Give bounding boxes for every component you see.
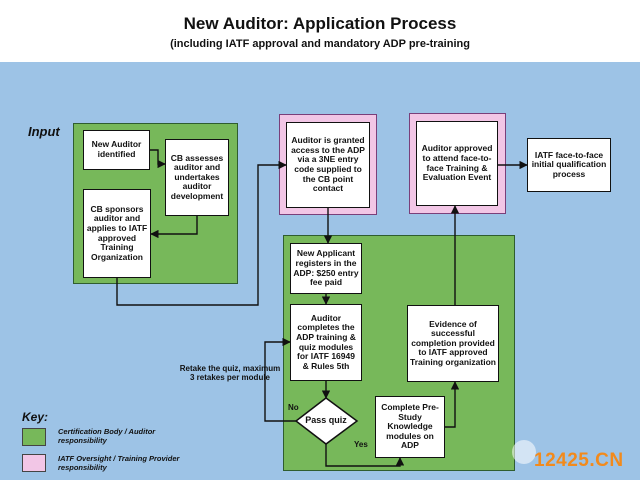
diagram-subtitle: (including IATF approval and mandatory A… bbox=[170, 38, 470, 50]
key-text-green: Certification Body / Auditor responsibil… bbox=[58, 427, 156, 445]
node-evidence: Evidence of successful completion provid… bbox=[407, 305, 499, 382]
node-cb-assesses: CB assesses auditor and undertakes audit… bbox=[165, 139, 229, 216]
retake-note: Retake the quiz, maximum 3 retakes per m… bbox=[179, 364, 281, 383]
key-title: Key: bbox=[22, 410, 49, 424]
watermark-text: 12425.CN bbox=[534, 450, 624, 471]
key-text-pink: IATF Oversight / Training Provider respo… bbox=[58, 454, 180, 472]
node-new-auditor: New Auditor identified bbox=[83, 130, 150, 170]
yes-label: Yes bbox=[354, 440, 368, 449]
node-cb-sponsors: CB sponsors auditor and applies to IATF … bbox=[83, 189, 151, 278]
node-approved-attend: Auditor approved to attend face-to-face … bbox=[416, 121, 498, 206]
key-swatch-pink bbox=[22, 454, 46, 472]
watermark-logo-icon bbox=[512, 440, 536, 464]
input-label: Input bbox=[28, 124, 60, 139]
pass-quiz-label: Pass quiz bbox=[305, 415, 347, 425]
diagram-title: New Auditor: Application Process bbox=[183, 14, 457, 33]
node-new-applicant: New Applicant registers in the ADP: $250… bbox=[290, 243, 362, 294]
node-completes-training: Auditor completes the ADP training & qui… bbox=[290, 304, 362, 381]
node-initial-qualification: IATF face-to-face initial qualification … bbox=[527, 138, 611, 192]
node-pre-study: Complete Pre-Study Knowledge modules on … bbox=[375, 396, 445, 458]
node-granted-access: Auditor is granted access to the ADP via… bbox=[286, 122, 370, 208]
no-label: No bbox=[288, 403, 299, 412]
key-swatch-green bbox=[22, 428, 46, 446]
